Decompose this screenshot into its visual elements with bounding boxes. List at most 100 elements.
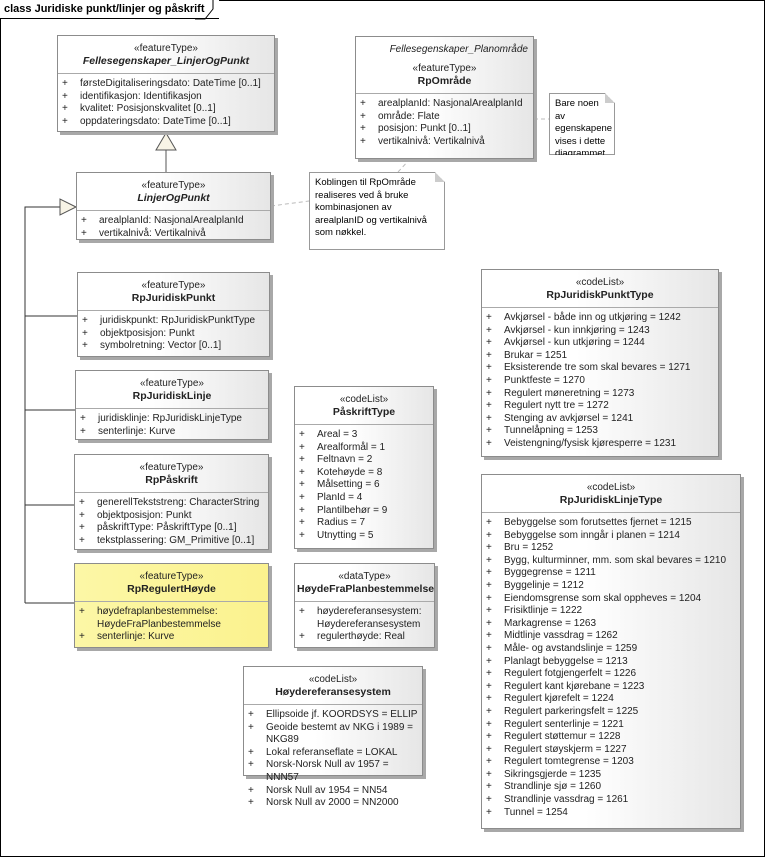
attribute-text: Tunnelåpning = 1253 — [504, 425, 598, 437]
class-box[interactable]: «featureType»RpRegulertHøyde + høydefrapla… — [74, 563, 269, 648]
attribute-text: Arealformål = 1 — [317, 441, 386, 453]
attribute-text: juridisklinje: RpJuridiskLinjeType — [98, 413, 242, 424]
class-attribute: +Regulert kant kjørebane = 1223 — [486, 681, 738, 694]
class-box[interactable]: «codeList»Høydereferansesystem+Ellipsoid… — [243, 666, 423, 808]
visibility-marker: + — [486, 630, 492, 642]
attribute-text: Strandlinje sjø = 1260 — [504, 781, 602, 793]
attribute-text: Norsk-Norsk Null av 1957 = NNN57 — [266, 759, 389, 783]
class-attribute: + Arealformål = 1 — [299, 442, 431, 455]
class-attribute: +Sikringsgjerde = 1235 — [486, 769, 738, 782]
class-header: «featureType»RpRegulertHøyde — [75, 564, 268, 602]
class-box[interactable]: «codeList»PåskriftType+Areal = 3+Arealfo… — [294, 386, 434, 549]
note: Koblingen til RpOmråde realiseres ved å … — [309, 172, 445, 250]
visibility-marker: + — [486, 806, 492, 818]
class-attribute: +Byggelinje = 1212 — [486, 580, 738, 593]
attribute-text: Bygg, kulturminner, mm. som skal bevares… — [504, 554, 727, 566]
visibility-marker: + — [79, 534, 85, 546]
attribute-text: posisjon: Punkt [0..1] — [378, 123, 471, 135]
attribute-text: Markagrense = 1263 — [504, 617, 597, 629]
class-stereotype: «featureType» — [141, 180, 206, 191]
visibility-marker: + — [79, 497, 85, 508]
visibility-marker: + — [486, 362, 492, 374]
class-attribute: + Bru = 1252 — [486, 542, 738, 555]
visibility-marker: + — [486, 529, 492, 541]
class-box[interactable]: Fellesegenskaper_Planområde«featureType»… — [355, 36, 534, 159]
class-attribute: +Norsk Null av 1954 = NN54 — [248, 785, 420, 798]
class-header: «featureType»RpJuridiskPunkt — [78, 273, 269, 311]
attribute-text: Byggegrense = 1211 — [504, 567, 596, 579]
attribute-text: Plantilbehør = 9 — [317, 504, 388, 516]
class-name: HøydeFraPlanbestemmelse — [297, 583, 435, 595]
class-attribute: +Regulert senterlinje = 1221 — [486, 719, 738, 732]
visibility-marker: + — [299, 441, 305, 453]
visibility-marker: + — [79, 606, 85, 617]
visibility-marker: + — [299, 606, 305, 617]
visibility-marker: + — [79, 522, 85, 534]
visibility-marker: + — [62, 90, 68, 102]
class-box[interactable]: «codeList»RpJuridiskPunktType+Avkjørsel … — [481, 269, 719, 457]
class-stereotype: «dataType» — [338, 571, 391, 582]
class-attribute: +Regulert fotgjengerfelt = 1226 — [486, 668, 738, 681]
class-attribute: +Lokal referanseflate = LOKAL — [248, 747, 420, 760]
class-attribute: + høydefraplanbestemmelse: HøydeFraPlanbe… — [79, 606, 266, 631]
visibility-marker: + — [486, 579, 492, 591]
visibility-marker: + — [486, 542, 492, 554]
class-attributes: +arealplanId: NasjonalArealplanId+vertik… — [77, 211, 270, 240]
class-header: «featureType»Fellesegenskaper_LinjerOgPu… — [58, 36, 274, 74]
class-box[interactable]: «featureType»Fellesegenskaper_LinjerOgPu… — [57, 35, 275, 132]
class-name: RpPåskrift — [145, 474, 198, 486]
class-attribute: +objektposisjon: Punkt — [79, 510, 266, 523]
generalization-arrow — [59, 198, 78, 216]
class-attribute: +Feltnavn = 2 — [299, 454, 431, 467]
class-box[interactable]: «featureType»RpJuridiskPunkt+juridiskpun… — [77, 272, 270, 357]
class-box[interactable]: «featureType»RpJuridiskLinje+juridisklin… — [75, 370, 269, 440]
attribute-text: Bru = 1252 — [504, 542, 554, 554]
class-name: Høydereferansesystem — [275, 686, 391, 698]
class-box[interactable]: «codeList»RpJuridiskLinjeType+Bebyggelse… — [481, 474, 741, 829]
visibility-marker: + — [62, 103, 68, 115]
class-name: RpJuridiskPunkt — [131, 292, 216, 304]
attribute-text: førsteDigitaliseringsdato: DateTime [0..… — [80, 78, 261, 89]
class-attribute: +Bebyggelse som forutsettes fjernet = 12… — [486, 517, 738, 530]
class-attribute: +senterlinje: Kurve — [79, 631, 266, 644]
attribute-text: Sikringsgjerde = 1235 — [504, 768, 602, 780]
attribute-text: Eiendomsgrense som skal oppheves = 1204 — [504, 592, 702, 604]
class-box[interactable]: «dataType»HøydeFraPlanbestemmelse+høyder… — [294, 563, 435, 648]
class-attribute: +kvalitet: Posisjonskvalitet [0..1] — [62, 103, 272, 116]
attribute-text: tekstplassering: GM_Primitive [0..1] — [97, 534, 255, 546]
attribute-text: Bebyggelse som forutsettes fjernet = 121… — [504, 517, 692, 528]
visibility-marker: + — [486, 680, 492, 692]
class-attribute: +Strandlinje vassdrag = 1261 — [486, 794, 738, 807]
attribute-text: høydefraplanbestemmelse: HøydeFraPlanbes… — [97, 606, 221, 630]
visibility-marker: + — [486, 617, 492, 629]
class-stereotype: «featureType» — [139, 571, 204, 582]
class-box[interactable]: «featureType»LinjerOgPunkt+arealplanId: … — [76, 172, 271, 240]
attribute-text: Areal = 3 — [317, 429, 358, 440]
attribute-text: objektposisjon: Punkt — [100, 327, 195, 339]
attribute-text: Lokal referanseflate = LOKAL — [266, 746, 398, 758]
class-box[interactable]: «featureType»RpPåskrift+generellTekststr… — [74, 454, 269, 550]
visibility-marker: + — [360, 110, 366, 122]
visibility-marker: + — [486, 324, 492, 336]
class-attribute: +Regulert kjørefelt = 1224 — [486, 693, 738, 706]
attribute-text: objektposisjon: Punkt — [97, 509, 192, 521]
visibility-marker: + — [81, 215, 87, 226]
class-name: RpJuridiskLinje — [132, 390, 212, 402]
class-attribute: +område: Flate — [360, 111, 531, 124]
class-attribute: +Midtlinje vassdrag = 1262 — [486, 630, 738, 643]
class-stereotype: «codeList» — [339, 394, 389, 405]
attribute-text: Frisiktlinje = 1222 — [504, 605, 583, 617]
attribute-text: Brukar = 1251 — [504, 349, 568, 361]
class-attributes: + høydefraplanbestemmelse: HøydeFraPlanbe… — [75, 602, 268, 644]
visibility-marker: + — [486, 412, 492, 424]
class-attribute: +Utnytting = 5 — [299, 530, 431, 543]
class-attribute: +senterlinje: Kurve — [80, 426, 266, 439]
visibility-marker: + — [248, 784, 254, 796]
attribute-text: Geoide bestemt av NKG i 1989 = NKG89 — [266, 721, 414, 746]
class-attribute: +Tunnelåpning = 1253 — [486, 425, 716, 438]
attribute-text: arealplanId: NasjonalArealplanId — [378, 98, 523, 109]
attribute-text: Bebyggelse som inngår i planen = 1214 — [504, 529, 680, 541]
class-attribute: +generellTekststreng: CharacterString — [79, 497, 266, 510]
class-attribute: +påskriftType: PåskriftType [0..1] — [79, 522, 266, 535]
class-attribute: + Bebyggelse som inngår i planen = 1214 — [486, 530, 738, 543]
